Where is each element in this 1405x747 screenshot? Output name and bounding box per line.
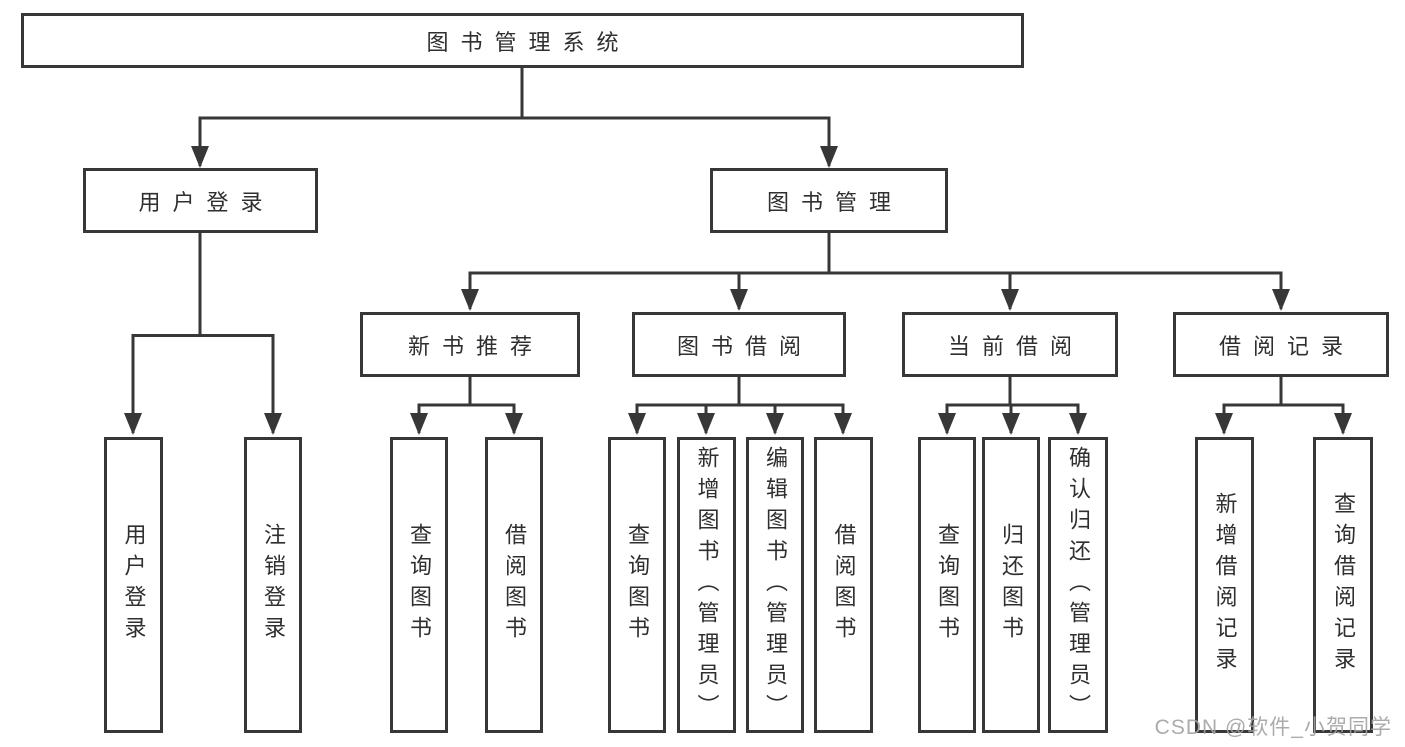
- leaf-bb-borrow-books-label: 借阅图书: [831, 523, 857, 647]
- leaf-bb-edit-books-admin: 编辑图书（管理员）: [746, 437, 804, 733]
- node-book-borrow-label: 图书借阅: [676, 333, 813, 359]
- leaf-bb-query-books-label: 查询图书: [625, 523, 650, 647]
- leaf-cb-query-books-label: 查询图书: [935, 523, 960, 647]
- node-book-borrow: 图书借阅: [632, 312, 846, 377]
- leaf-nb-borrow-books: 借阅图书: [485, 437, 543, 733]
- leaf-bb-add-books-admin-label: 新增图书（管理员）: [694, 445, 720, 725]
- leaf-rec-add-record: 新增借阅记录: [1195, 437, 1254, 733]
- csdn-watermark: CSDN @软件_小贺同学: [1154, 716, 1392, 739]
- node-user-login-label: 用户登录: [138, 189, 275, 215]
- node-current-borrow: 当前借阅: [902, 312, 1118, 377]
- node-user-login: 用户登录: [83, 168, 318, 233]
- connector-borrow-records-fork: [1215, 376, 1352, 435]
- node-borrow-records-label: 借阅记录: [1218, 333, 1355, 359]
- connector-root-to-level2: [191, 68, 838, 168]
- connector-new-book-fork: [410, 376, 523, 435]
- node-book-management: 图书管理: [710, 168, 948, 233]
- leaf-bb-add-books-admin: 新增图书（管理员）: [677, 437, 736, 733]
- connector-user-login-fork: [124, 232, 282, 435]
- node-new-book-recommend-label: 新书推荐: [407, 333, 544, 359]
- leaf-nb-query-books-label: 查询图书: [407, 523, 432, 647]
- leaf-logout-label: 注销登录: [261, 523, 286, 647]
- leaf-rec-query-record-label: 查询借阅记录: [1331, 492, 1356, 678]
- leaf-bb-borrow-books: 借阅图书: [814, 437, 873, 733]
- leaf-cb-return-books-label: 归还图书: [999, 523, 1024, 647]
- node-borrow-records: 借阅记录: [1173, 312, 1389, 377]
- leaf-user-login: 用户登录: [104, 437, 163, 733]
- leaf-cb-confirm-return-admin-label: 确认归还（管理员）: [1066, 445, 1091, 725]
- leaf-rec-add-record-label: 新增借阅记录: [1212, 492, 1238, 678]
- node-current-borrow-label: 当前借阅: [947, 333, 1084, 359]
- leaf-bb-query-books: 查询图书: [608, 437, 666, 733]
- node-book-management-label: 图书管理: [766, 189, 903, 215]
- node-root: 图书管理系统: [21, 13, 1024, 68]
- leaf-nb-query-books: 查询图书: [390, 437, 448, 733]
- connector-current-borrow-fork: [938, 376, 1087, 435]
- node-root-label: 图书管理系统: [426, 29, 631, 55]
- leaf-bb-edit-books-admin-label: 编辑图书（管理员）: [763, 445, 788, 725]
- leaf-cb-return-books: 归还图书: [982, 437, 1040, 733]
- leaf-user-login-label: 用户登录: [121, 523, 147, 647]
- node-new-book-recommend: 新书推荐: [360, 312, 580, 377]
- leaf-cb-query-books: 查询图书: [918, 437, 976, 733]
- leaf-cb-confirm-return-admin: 确认归还（管理员）: [1048, 437, 1108, 733]
- connector-book-borrow-fork: [628, 376, 852, 435]
- leaf-rec-query-record: 查询借阅记录: [1313, 437, 1373, 733]
- connector-book-management-to-level3: [461, 232, 1290, 311]
- leaf-nb-borrow-books-label: 借阅图书: [502, 523, 527, 647]
- leaf-logout: 注销登录: [244, 437, 302, 733]
